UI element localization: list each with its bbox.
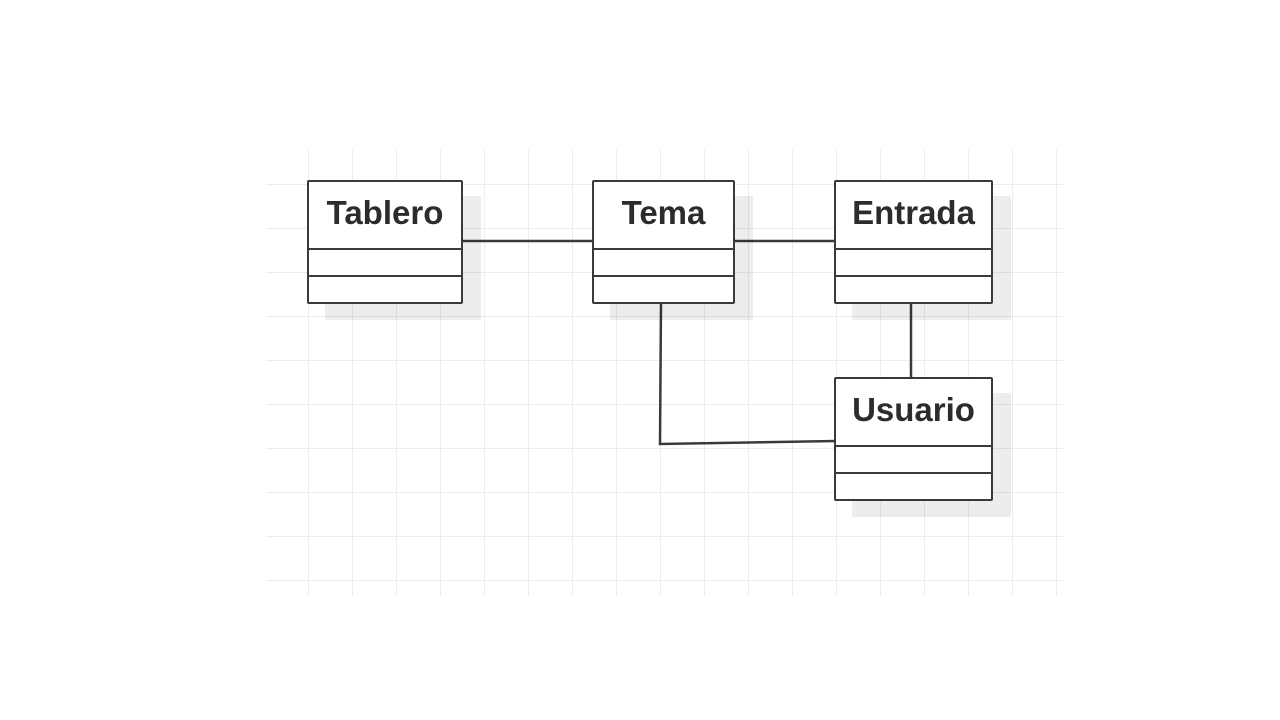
operations-compartment-entrada [836,277,991,302]
attributes-compartment-entrada [836,250,991,277]
operations-compartment-tema [594,277,733,302]
class-name-tablero: Tablero [309,182,461,250]
class-box-tema[interactable]: Tema [592,180,735,304]
attributes-compartment-tablero [309,250,461,277]
class-box-tablero[interactable]: Tablero [307,180,463,304]
class-name-tema: Tema [594,182,733,250]
class-box-entrada[interactable]: Entrada [834,180,993,304]
class-name-usuario: Usuario [836,379,991,447]
attributes-compartment-usuario [836,447,991,474]
class-box-usuario[interactable]: Usuario [834,377,993,501]
association-tema-usuario [658,301,837,446]
attributes-compartment-tema [594,250,733,277]
operations-compartment-usuario [836,474,991,499]
operations-compartment-tablero [309,277,461,302]
class-name-entrada: Entrada [836,182,991,250]
